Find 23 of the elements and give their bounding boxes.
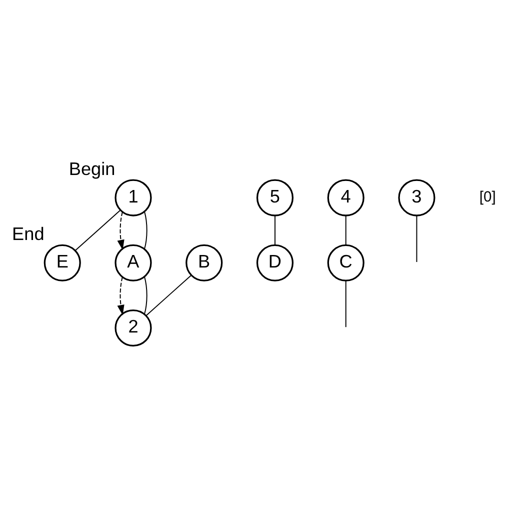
label: [0] [479,188,496,205]
node-label: End [12,223,44,244]
connector [144,276,148,314]
node-label: Begin [68,158,116,178]
node-circle: D [256,244,294,281]
node-circle: 5 [256,178,294,216]
connector [146,274,192,316]
node-circle: B [186,244,223,281]
node-circle: 1 [114,178,152,216]
connector [74,209,121,250]
node-circle: A [114,244,152,281]
node-circle: C [327,244,364,281]
node-circle: E [44,244,81,281]
arrow [117,276,124,315]
node-circle: 3 [398,178,436,216]
connector [345,214,346,245]
node-circle: 4 [327,178,364,216]
connector [274,214,276,245]
connector [416,214,418,262]
connector [345,280,346,328]
connector [144,210,148,250]
arrow [117,211,124,250]
node-circle: 2 [114,308,152,346]
